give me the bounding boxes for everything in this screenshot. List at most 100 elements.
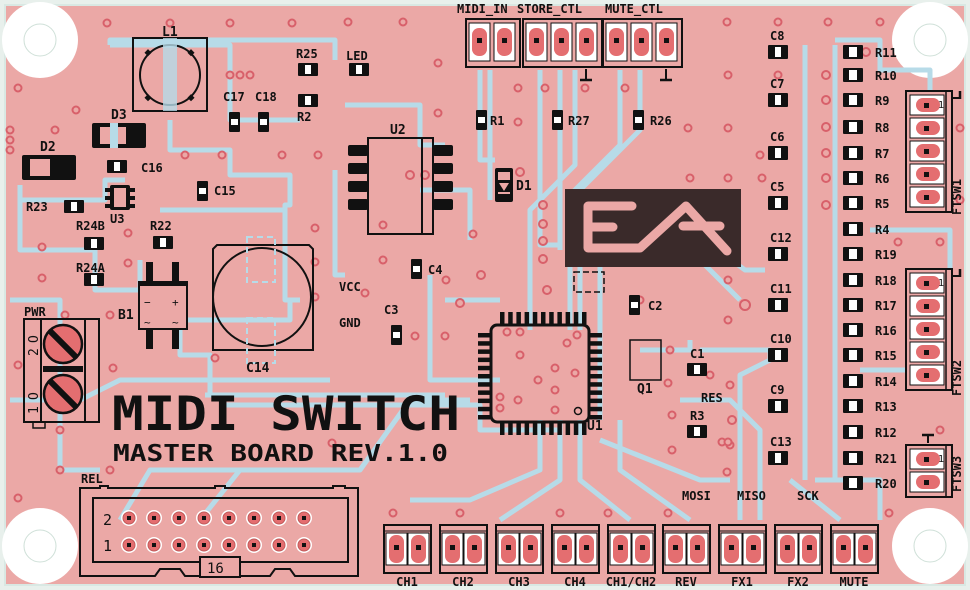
svg-text:C9: C9: [770, 383, 784, 397]
capacitor-c8: C8: [768, 29, 788, 59]
connector-fx2: FX2: [774, 524, 823, 589]
led: LED: [346, 49, 369, 76]
svg-text:R4: R4: [875, 223, 889, 237]
resistor-r3: R3: [687, 409, 707, 438]
header-pin: [221, 510, 237, 526]
svg-text:CH1: CH1: [396, 575, 418, 589]
svg-text:1: 1: [938, 278, 944, 289]
svg-text:C4: C4: [428, 263, 442, 277]
svg-text:MUTE_CTL: MUTE_CTL: [605, 2, 663, 17]
isp-sck-label: SCK: [797, 489, 819, 503]
pwr-pin2-label: 2: [27, 348, 42, 356]
mounting-hole-bottom-right: [892, 508, 968, 584]
svg-text:C11: C11: [770, 282, 792, 296]
capacitor-c1: C1: [687, 347, 707, 376]
capacitor-c15: C15: [197, 181, 236, 201]
header-pin: [246, 537, 262, 553]
svg-text:LED: LED: [346, 49, 368, 63]
pwr-terminal: PWR 2 1 O O: [23, 305, 100, 429]
resistor-r17: R17: [843, 298, 897, 313]
capacitor-c17: C17: [223, 90, 245, 132]
inductor-l1: L1: [132, 25, 208, 112]
svg-text:~: ~: [144, 316, 151, 329]
resistor-r25: R25: [296, 47, 318, 76]
resistor-r6: R6: [843, 171, 889, 186]
svg-text:R1: R1: [490, 114, 504, 128]
isp-mosi-label: MOSI: [682, 489, 711, 503]
svg-text:FTSW1: FTSW1: [950, 179, 964, 215]
svg-text:R17: R17: [875, 299, 897, 313]
svg-text:R19: R19: [875, 248, 897, 262]
mounting-hole-top-right: [892, 2, 968, 78]
svg-text:O: O: [27, 335, 42, 343]
svg-text:~: ~: [172, 316, 179, 329]
svg-text:+: +: [172, 296, 179, 309]
ic-u2: U2: [348, 123, 453, 235]
svg-text:C1: C1: [690, 347, 704, 361]
mounting-hole-top-left: [2, 2, 78, 78]
capacitor-c3: C3: [384, 303, 402, 345]
board-subtitle: MASTER BOARD REV.1.0: [113, 441, 448, 467]
board-title: MIDI SWITCH: [112, 387, 460, 442]
resistor-r20: R20: [843, 476, 897, 491]
connector-mute: MUTE: [830, 524, 879, 589]
capacitor-c5: C5: [768, 180, 788, 210]
connector-ch3: CH3: [495, 524, 544, 589]
svg-text:FX2: FX2: [787, 575, 809, 589]
resistor-r13: R13: [843, 399, 897, 414]
svg-text:R7: R7: [875, 147, 889, 161]
header-pin: [221, 537, 237, 553]
svg-text:R21: R21: [875, 452, 897, 466]
svg-text:PWR: PWR: [24, 305, 46, 319]
resistor-r5: R5: [843, 196, 889, 211]
ic-u3: U3: [105, 185, 135, 226]
svg-text:R10: R10: [875, 69, 897, 83]
svg-text:FX1: FX1: [731, 575, 753, 589]
resistor-r16: R16: [843, 323, 897, 338]
svg-text:1: 1: [938, 100, 944, 111]
header-pin: [171, 537, 187, 553]
mcu-u1: U1: [478, 312, 603, 435]
svg-text:FTSW2: FTSW2: [950, 360, 964, 396]
capacitor-c10: C10: [768, 332, 792, 362]
svg-text:R9: R9: [875, 94, 889, 108]
svg-text:C18: C18: [255, 90, 277, 104]
resistor-r24b: R24B: [76, 219, 105, 250]
header-pin: [121, 510, 137, 526]
diode-d2: D2: [22, 140, 76, 180]
isp-miso-label: MISO: [737, 489, 766, 503]
svg-text:C12: C12: [770, 231, 792, 245]
capacitor-c16: C16: [107, 160, 163, 175]
rel-row1-label: 1: [103, 537, 112, 555]
silk-outline: [573, 271, 605, 293]
svg-text:C7: C7: [770, 77, 784, 91]
connector-mute-ctl: MUTE_CTL: [602, 2, 683, 82]
resistor-r24a: R24A: [76, 261, 106, 286]
svg-text:C5: C5: [770, 180, 784, 194]
header-pin: [271, 510, 287, 526]
capacitor-c18: C18: [255, 90, 277, 132]
svg-text:R14: R14: [875, 375, 897, 389]
capacitor-c6: C6: [768, 130, 788, 160]
mounting-hole-bottom-left: [2, 508, 78, 584]
svg-text:R18: R18: [875, 274, 897, 288]
connector-ch2: CH2: [439, 524, 488, 589]
resistor-r9: R9: [843, 93, 889, 108]
svg-text:R3: R3: [690, 409, 704, 423]
resistor-r23: R23: [26, 200, 84, 214]
svg-text:R27: R27: [568, 114, 590, 128]
screw-terminal-2: [42, 323, 84, 365]
svg-text:C15: C15: [214, 184, 236, 198]
svg-text:R8: R8: [875, 121, 889, 135]
rel-pin-count: 16: [207, 561, 224, 577]
svg-text:R11: R11: [875, 46, 897, 60]
svg-text:CH1/CH2: CH1/CH2: [606, 575, 657, 589]
svg-text:STORE_CTL: STORE_CTL: [517, 2, 582, 17]
gnd-label: GND: [339, 316, 361, 330]
header-pin: [246, 510, 262, 526]
svg-text:R20: R20: [875, 477, 897, 491]
capacitor-c11: C11: [768, 282, 792, 312]
